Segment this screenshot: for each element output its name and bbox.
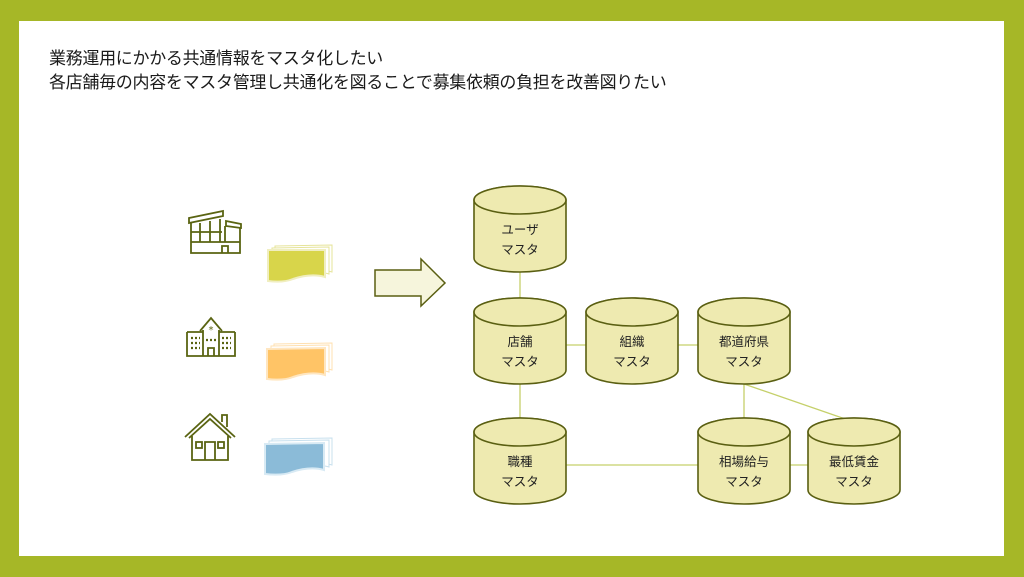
database-name: 相場給与 [719,454,769,469]
database-suffix: マスタ [501,354,539,369]
database-suffix: マスタ [613,354,651,369]
database-suffix: マスタ [725,354,763,369]
document-stack-blue [264,437,333,476]
database-top [697,297,791,327]
database-top [697,417,791,447]
slide-title: 業務運用にかかる共通情報をマスタ化したい 各店舗毎の内容をマスタ管理し共通化を図… [49,47,667,95]
connector-prefecture-minwage [743,383,855,423]
school-icon: * [186,316,236,357]
right-arrow-icon [374,257,447,308]
title-line-1: 業務運用にかかる共通情報をマスタ化したい [49,49,383,69]
database-top [473,417,567,447]
database-name: 都道府県 [719,334,769,349]
database-suffix: マスタ [725,474,763,489]
svg-text:*: * [209,325,214,336]
databases: ユーザマスタ店舗マスタ組織マスタ都道府県マスタ職種マスタ相場給与マスタ最低賃金マ… [473,185,901,505]
database-name: 組織 [619,334,645,349]
connectors [519,233,855,466]
database-top [807,417,901,447]
document-stack-orange [266,342,333,381]
database-name: 職種 [507,454,533,469]
database-name: ユーザ [501,222,538,237]
title-line-2: 各店舗毎の内容をマスタ管理し共通化を図ることで募集依頼の負担を改善図りたい [49,73,667,93]
document-stack-yellow [267,244,333,283]
factory-icon [188,209,242,254]
database-suffix: マスタ [835,474,873,489]
database-suffix: マスタ [501,242,539,257]
database-name: 店舗 [507,334,532,349]
database-name: 最低賃金 [829,454,880,469]
database-top [585,297,679,327]
database-suffix: マスタ [501,474,539,489]
house-icon [184,412,236,461]
database-top [473,185,567,215]
database-top [473,297,567,327]
